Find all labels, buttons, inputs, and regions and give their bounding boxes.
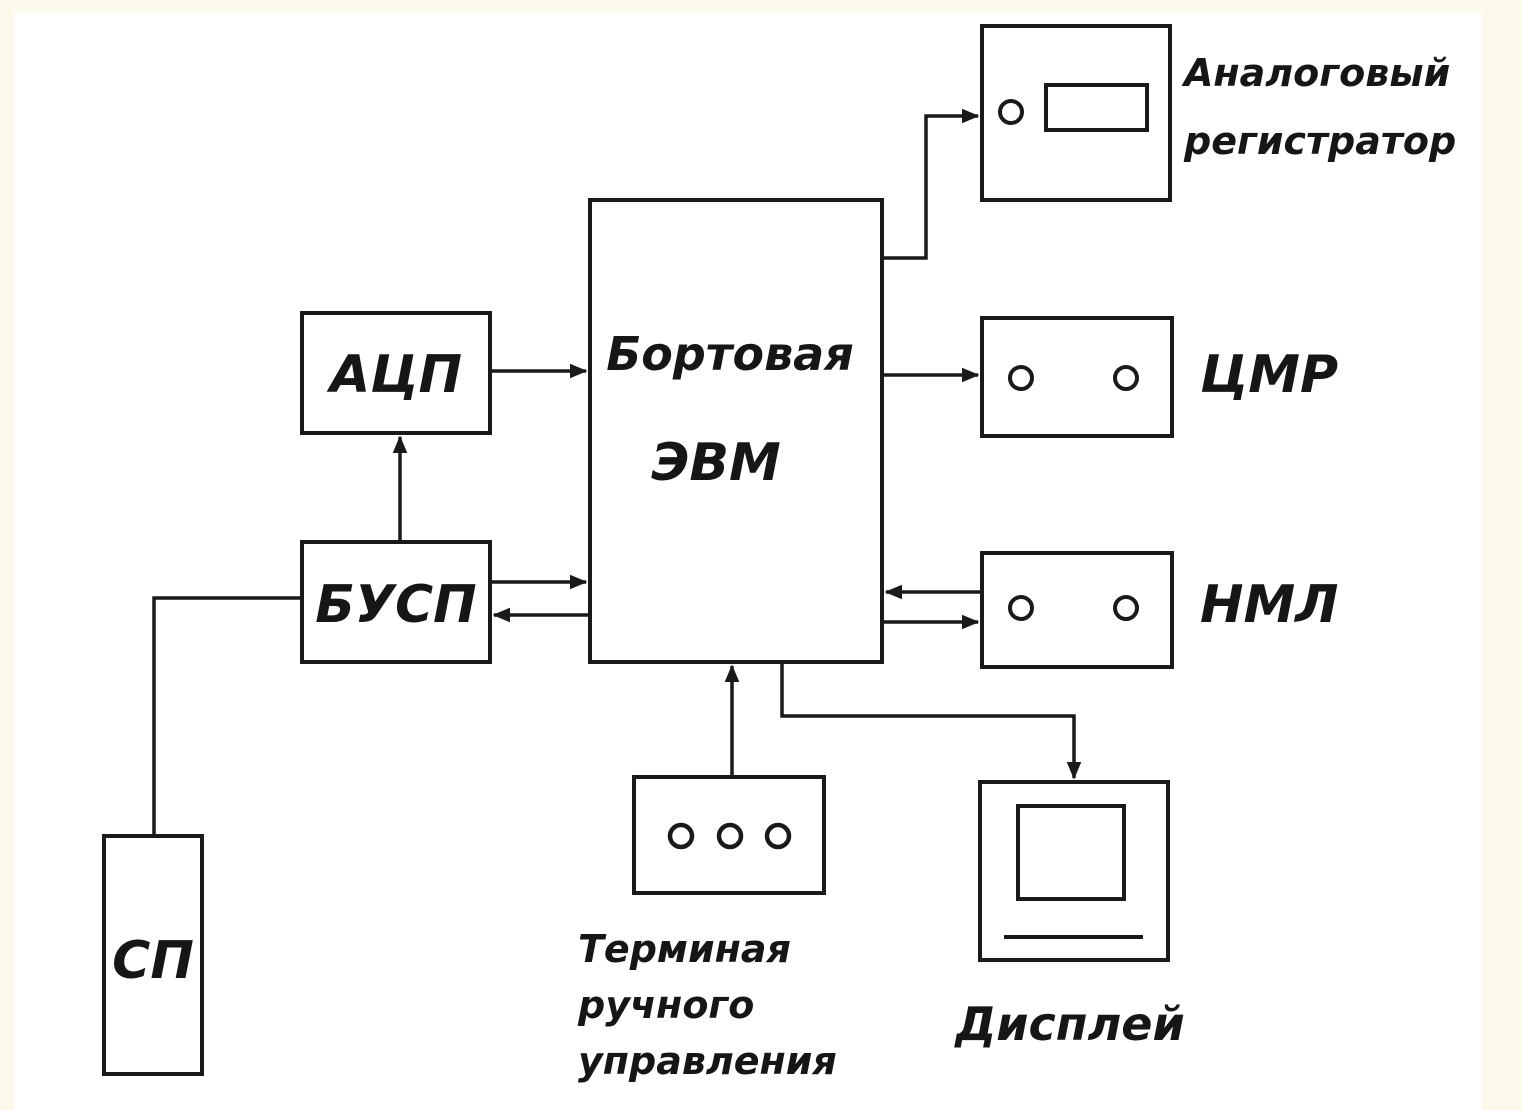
paper-background [14, 12, 1482, 1110]
terminal-label-line1: Терминая [578, 927, 791, 971]
adc-label: АЦП [326, 345, 462, 405]
line-sp-to-busp [152, 596, 300, 834]
cmr-label: ЦМР [1200, 345, 1338, 405]
analog-recorder-label-line2: регистратор [1183, 119, 1456, 163]
busp-label: БУСП [315, 575, 476, 635]
computer-block [588, 198, 884, 664]
display-block [978, 780, 1170, 962]
adc-block [300, 311, 492, 435]
analog-recorder-label-line1: Аналоговый [1181, 51, 1450, 95]
terminal-label-line3: управления [578, 1039, 837, 1083]
cmr-block [980, 316, 1174, 438]
terminal-label-line2: ручного [577, 983, 754, 1027]
busp-block [300, 540, 492, 664]
arrow-computer-to-analog-recorder [884, 108, 980, 260]
sp-block [102, 834, 204, 1076]
analog-recorder-block [980, 24, 1172, 202]
display-label: Дисплей [953, 997, 1184, 1051]
computer-label-line1: Бортовая [606, 327, 854, 381]
sp-label: СП [112, 931, 194, 991]
arrow-computer-to-display [780, 664, 1082, 780]
nmp-label: НМЛ [1200, 575, 1338, 635]
manual-terminal-block [632, 775, 826, 895]
computer-label-line2: ЭВМ [651, 433, 781, 493]
nmp-block [980, 551, 1174, 669]
